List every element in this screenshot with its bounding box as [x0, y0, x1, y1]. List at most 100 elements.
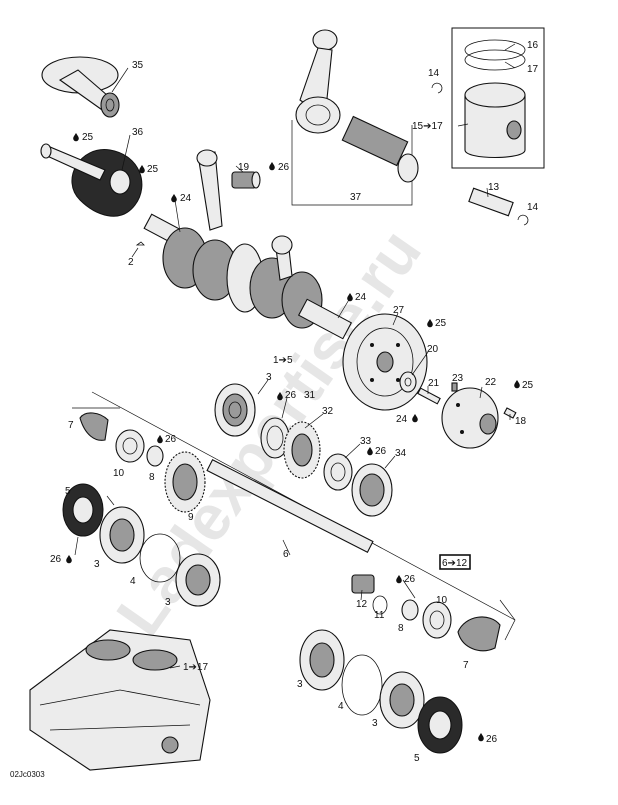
callout-25-d: 25	[522, 380, 534, 391]
bearing-3-bottom-left	[299, 629, 345, 691]
callout-27: 27	[393, 305, 405, 316]
callout-7-a: 7	[68, 420, 74, 431]
seal-5-upper	[62, 483, 104, 537]
shaft-6	[206, 459, 374, 553]
callout-24-b: 24	[355, 292, 367, 303]
callout-14-b: 14	[527, 202, 539, 213]
end-cap-7-lower	[457, 616, 501, 652]
callout-3-a: 3	[266, 372, 272, 383]
bearing-10-upper	[115, 429, 145, 463]
ring-11	[372, 595, 388, 615]
callout-3-c: 3	[165, 597, 171, 608]
callout-20: 20	[427, 344, 439, 355]
engine-crankcase-block	[29, 629, 211, 771]
callout-26-e: 26	[404, 574, 416, 585]
connecting-rod-37	[295, 29, 419, 183]
end-cap-7-upper	[79, 412, 109, 441]
crankshaft	[143, 149, 353, 340]
callout-box-6-12	[439, 554, 471, 570]
callout-12: 12	[356, 599, 368, 610]
callout-15-17: 15➔17	[412, 121, 443, 132]
piston-15	[464, 82, 526, 158]
callout-37: 37	[350, 192, 362, 203]
callout-1-17: 1➔17	[183, 662, 209, 673]
callout-1-5: 1➔5	[273, 355, 293, 366]
callout-11: 11	[374, 610, 385, 621]
figure-code: 02Jc0303	[10, 770, 45, 779]
callout-31: 31	[304, 390, 316, 401]
callout-23: 23	[452, 373, 464, 384]
ring-4-lower	[341, 654, 383, 716]
callout-24-a: 24	[180, 193, 192, 204]
bearing-10-lower	[422, 601, 452, 639]
gear-9	[164, 451, 206, 513]
part-callouts: 35 25 36 25 16 17 14 15➔17 19 26 24 37 1…	[50, 40, 539, 764]
callout-2: 2	[128, 257, 134, 268]
callout-18: 18	[515, 416, 527, 427]
leader-lines	[74, 43, 516, 669]
flywheel-27	[342, 313, 428, 411]
callout-26-g: 26	[486, 734, 498, 745]
assembly-line-right	[499, 599, 516, 641]
circlip-14-bottom	[517, 214, 529, 226]
callout-16: 16	[527, 40, 539, 51]
callout-13: 13	[488, 182, 500, 193]
callout-26-a: 26	[278, 162, 290, 173]
callout-4-b: 4	[338, 701, 344, 712]
callout-21: 21	[428, 378, 440, 389]
crankshaft-half-36	[40, 143, 143, 217]
callout-26-h: 26	[50, 554, 62, 565]
bearing-3-lower	[175, 553, 221, 607]
screw-23	[451, 382, 458, 392]
seal-5-lower	[417, 696, 463, 754]
callout-25-b: 25	[147, 164, 159, 175]
callout-35: 35	[132, 60, 144, 71]
callout-3-b: 3	[94, 559, 100, 570]
callout-8-a: 8	[149, 472, 155, 483]
woodruff-key-2	[135, 241, 145, 246]
callout-10-b: 10	[436, 595, 448, 606]
needle-bearing-19	[231, 171, 261, 189]
callout-33: 33	[360, 436, 372, 447]
bearing-3-upper	[214, 383, 256, 437]
bolt-21	[417, 387, 441, 405]
callout-6: 6	[283, 549, 289, 560]
callout-24-c: 24	[396, 414, 408, 425]
callout-17: 17	[527, 64, 539, 75]
bearing-3-mid	[99, 506, 145, 564]
gear-32	[283, 421, 321, 479]
hub-22	[441, 387, 499, 449]
callout-22: 22	[485, 377, 497, 388]
callout-26-b: 26	[285, 390, 297, 401]
crankshaft-half-35	[41, 56, 120, 118]
callout-32: 32	[322, 406, 334, 417]
callout-25-c: 25	[435, 318, 447, 329]
callout-5-b: 5	[414, 753, 420, 764]
piston-pin-13	[468, 187, 514, 217]
callout-6-12: 6➔12	[442, 558, 468, 569]
washer-20	[399, 371, 417, 393]
callout-5-a: 5	[65, 486, 71, 497]
callout-34: 34	[395, 448, 407, 459]
callout-36: 36	[132, 127, 144, 138]
seal-8-upper	[146, 445, 164, 467]
needle-bearing-12	[351, 574, 375, 594]
callout-26-d: 26	[375, 446, 387, 457]
callout-3-d: 3	[297, 679, 303, 690]
callout-14-a: 14	[428, 68, 440, 79]
circlip-14-top	[431, 82, 443, 94]
callout-8-b: 8	[398, 623, 404, 634]
piston-group-frame	[451, 27, 545, 169]
seal-33	[323, 453, 353, 491]
callout-26-c: 26	[165, 434, 177, 445]
callout-19: 19	[238, 162, 250, 173]
screw-18	[503, 407, 517, 419]
callout-4-a: 4	[130, 576, 136, 587]
callout-25-a: 25	[82, 132, 94, 143]
callout-10-a: 10	[113, 468, 125, 479]
piston-rings-16-17	[464, 39, 526, 71]
bearing-3-bottom-right	[379, 671, 425, 729]
callout-7-b: 7	[463, 660, 469, 671]
bearing-34	[351, 463, 393, 517]
